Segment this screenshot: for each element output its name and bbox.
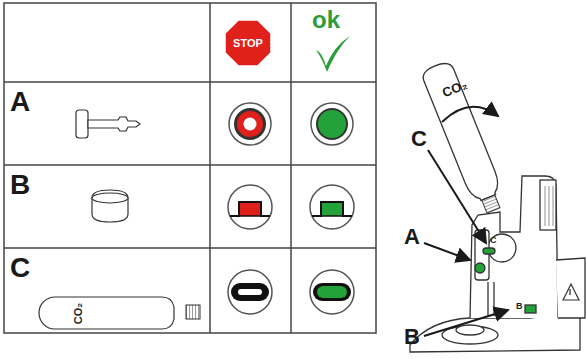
cylinder-thread: [186, 305, 200, 319]
node-text: CO₂: [73, 302, 84, 323]
indicator-stop-b: [228, 185, 272, 229]
indicator-ok-a: [311, 103, 353, 145]
co2-cylinder-label: CO₂: [425, 74, 485, 102]
pin-icon: [76, 110, 140, 138]
device-fine-print: [545, 186, 553, 226]
inflator-body: [410, 176, 585, 352]
plug-icon: [92, 190, 128, 222]
row-letter: A: [10, 88, 30, 116]
indicator-ok-b: [310, 185, 354, 229]
callout-letter: B: [404, 326, 420, 348]
row-letter: C: [10, 254, 30, 282]
callout-letter: C: [411, 128, 427, 150]
table-grid: [4, 3, 376, 333]
cylinder-outline: [38, 296, 188, 330]
node-text: CO₂: [441, 77, 469, 99]
indicator-letter: C: [490, 236, 497, 245]
ok-heading: ok: [312, 8, 340, 32]
leader-line: [428, 150, 486, 243]
stop-sign: STOP: [225, 20, 271, 66]
twist-arrow: [442, 107, 498, 122]
indicator-stop-a: [229, 103, 271, 145]
callout-letter: A: [404, 226, 420, 248]
indicator-letter: B: [516, 302, 523, 311]
check-mark: [316, 36, 350, 72]
indicator-ok-c: [310, 270, 354, 314]
co2-cylinder: [420, 60, 508, 217]
indicator-stop-c: [228, 270, 272, 314]
co2-cylinder-icon: CO₂: [38, 296, 188, 330]
leader-line: [424, 243, 470, 260]
row-letter: B: [10, 171, 30, 199]
node-text: STOP: [233, 38, 263, 49]
leader-line: [424, 310, 508, 336]
